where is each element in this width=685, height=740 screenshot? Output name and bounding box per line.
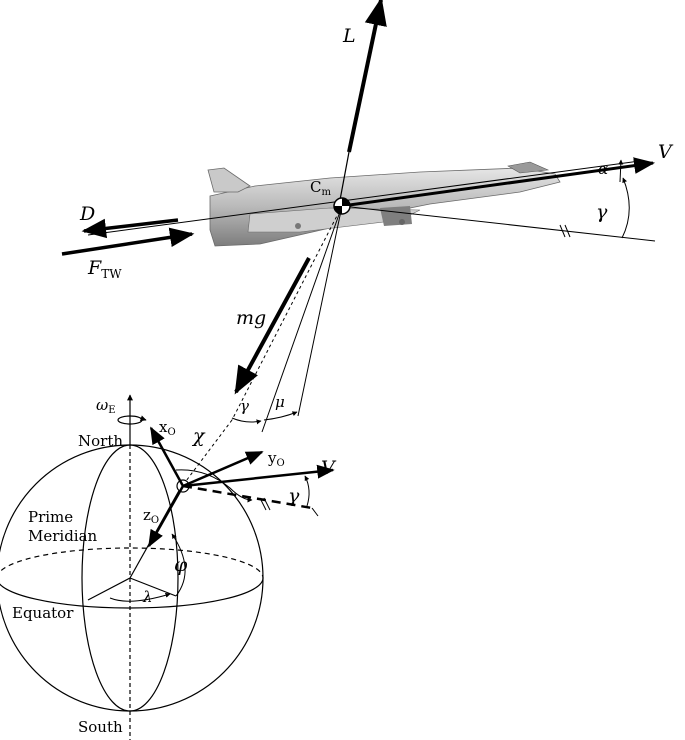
chi-label: χ [191,425,206,447]
weight-vector [234,257,311,395]
y-axis-main: y [267,449,277,467]
z-axis-label: zO [143,506,159,526]
x-axis-sub: O [167,427,175,438]
drag-label: D [79,203,95,225]
aircraft-silhouette [207,161,561,247]
thrust-label-main: F [87,257,102,279]
velocity-globe-label: V [321,457,337,479]
north-label: North [78,432,123,450]
thrust-label-sub: TW [101,267,122,281]
equator-label: Equator [12,604,74,622]
z-axis-main: z [143,506,151,524]
thrust-label: FTW [87,257,122,281]
cm-label: Cm [310,178,331,198]
cm-label-sub: m [321,187,331,198]
omega-label: ωE [96,396,116,416]
x-axis-main: x [159,418,168,436]
prime-meridian-label-1: Prime [28,508,73,526]
gamma-label-globe: γ [288,485,300,507]
velocity-label: V [658,141,674,163]
x-axis-label: xO [159,418,176,438]
cm-label-main: C [310,178,321,196]
gamma-label-lower: γ [240,397,249,415]
lift-vector [339,0,387,201]
position-dashed-line [182,419,233,486]
gamma-label-aircraft: γ [596,201,608,223]
y-axis-sub: O [276,458,284,469]
phi-label: φ [174,554,188,576]
drag-vector [81,218,179,239]
alpha-label: α [598,160,608,178]
mu-label: μ [275,393,285,411]
local-axes [147,426,335,548]
gamma-angle-arc-globe [304,475,310,507]
velocity-vector [341,157,656,208]
chi-angle-arc [175,469,271,511]
alpha-angle-arc [618,159,624,183]
weight-label: mg [236,307,266,329]
lift-label: L [342,25,356,47]
earth-globe [0,394,264,740]
omega-main: ω [96,396,108,414]
gamma-mu-angle-arcs [231,411,298,425]
south-label: South [78,718,123,736]
gamma-angle-arc-aircraft [621,177,630,239]
y-axis-label: yO [267,449,285,469]
omega-sub: E [108,405,115,416]
phi-lambda-arcs [109,533,186,602]
prime-meridian-label-2: Meridian [28,527,98,545]
thrust-vector [61,227,195,256]
z-axis-sub: O [151,515,159,526]
lambda-label: λ [142,588,153,606]
center-of-mass-icon [333,197,351,215]
